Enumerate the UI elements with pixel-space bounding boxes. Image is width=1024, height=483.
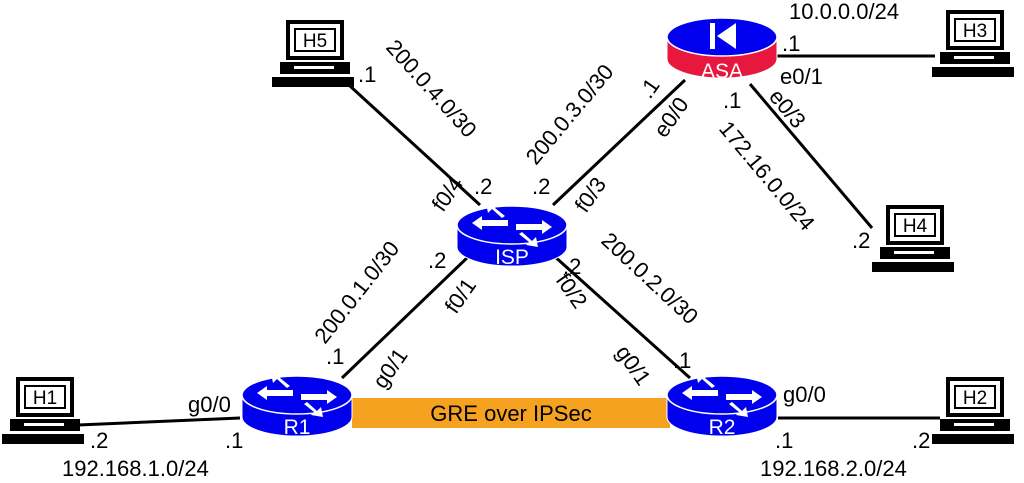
host-h4-label: H4 — [903, 216, 928, 237]
address-label-r1-g01: .1 — [326, 344, 344, 369]
address-label-isp-f01: .2 — [428, 248, 446, 273]
link-isp-r2 — [551, 253, 692, 380]
firewall-icon — [710, 23, 736, 49]
gre-tunnel-bar — [352, 398, 670, 428]
host-h5[interactable]: H5 — [271, 19, 355, 88]
network-label-lan1: 192.168.1.0/24 — [62, 456, 209, 481]
address-label-asa-e03: .1 — [723, 88, 741, 113]
network-label-isp-asa: 200.0.3.0/30 — [521, 59, 619, 169]
interface-label-r2-g00: g0/0 — [783, 382, 826, 407]
address-label-asa-e00: .1 — [634, 73, 665, 102]
address-label-r2-g00: .1 — [775, 428, 793, 453]
interface-label-asa-e01: e0/1 — [780, 64, 823, 89]
router-r2[interactable]: R2 — [666, 372, 778, 439]
network-label-lan2: 192.168.2.0/24 — [760, 456, 907, 481]
router-r1[interactable]: R1 — [241, 372, 353, 439]
host-h1-label: H1 — [33, 388, 57, 409]
interface-label-isp-f04: f0/4 — [427, 171, 469, 215]
address-label-r1-g00: .1 — [225, 428, 243, 453]
address-label-h4: .2 — [852, 228, 870, 253]
network-label-asa-h3: 10.0.0.0/24 — [789, 0, 899, 24]
address-label-r2-g01: .1 — [673, 348, 691, 373]
link-h5-isp — [348, 84, 482, 207]
firewall-asa-label: ASA — [701, 60, 743, 83]
interface-label-isp-f03: f0/3 — [570, 172, 612, 216]
links — [77, 54, 940, 427]
router-r2-label: R2 — [709, 416, 736, 439]
interface-label-r1-g01: g0/1 — [368, 343, 413, 392]
host-h4[interactable]: H4 — [871, 204, 955, 273]
gre-tunnel-label: GRE over IPSec — [430, 401, 591, 426]
interface-label-r1-g00: g0/0 — [188, 392, 231, 417]
router-isp[interactable]: ISP — [456, 202, 568, 269]
network-label-isp-r2: 200.0.2.0/30 — [597, 227, 704, 329]
host-h2[interactable]: H2 — [931, 376, 1015, 445]
host-h5-label: H5 — [303, 31, 327, 52]
network-label-h5-isp: 200.0.4.0/30 — [381, 35, 481, 143]
link-asa-h4 — [748, 83, 874, 229]
router-r1-label: R1 — [284, 416, 311, 439]
host-h2-label: H2 — [963, 388, 987, 409]
address-label-h5: .1 — [358, 62, 376, 87]
interface-label-r2-g01: g0/1 — [611, 341, 656, 390]
link-isp-r1 — [340, 253, 472, 380]
address-label-h1: .2 — [90, 428, 108, 453]
host-h3-label: H3 — [963, 21, 987, 42]
address-label-asa-e01: .1 — [782, 31, 800, 56]
address-label-isp-f02: .2 — [563, 254, 581, 279]
firewall-asa[interactable]: ASA — [666, 17, 778, 83]
network-label-asa-h4: 172.16.0.0/24 — [714, 116, 820, 235]
address-label-h2: .2 — [912, 428, 930, 453]
router-isp-label: ISP — [495, 246, 529, 269]
host-h1[interactable]: H1 — [1, 376, 85, 445]
link-isp-asa — [551, 78, 687, 207]
host-h3[interactable]: H3 — [931, 9, 1015, 78]
address-label-isp-f04: .2 — [474, 174, 492, 199]
link-h1-r1 — [77, 416, 241, 427]
address-label-isp-f03: .2 — [532, 174, 550, 199]
